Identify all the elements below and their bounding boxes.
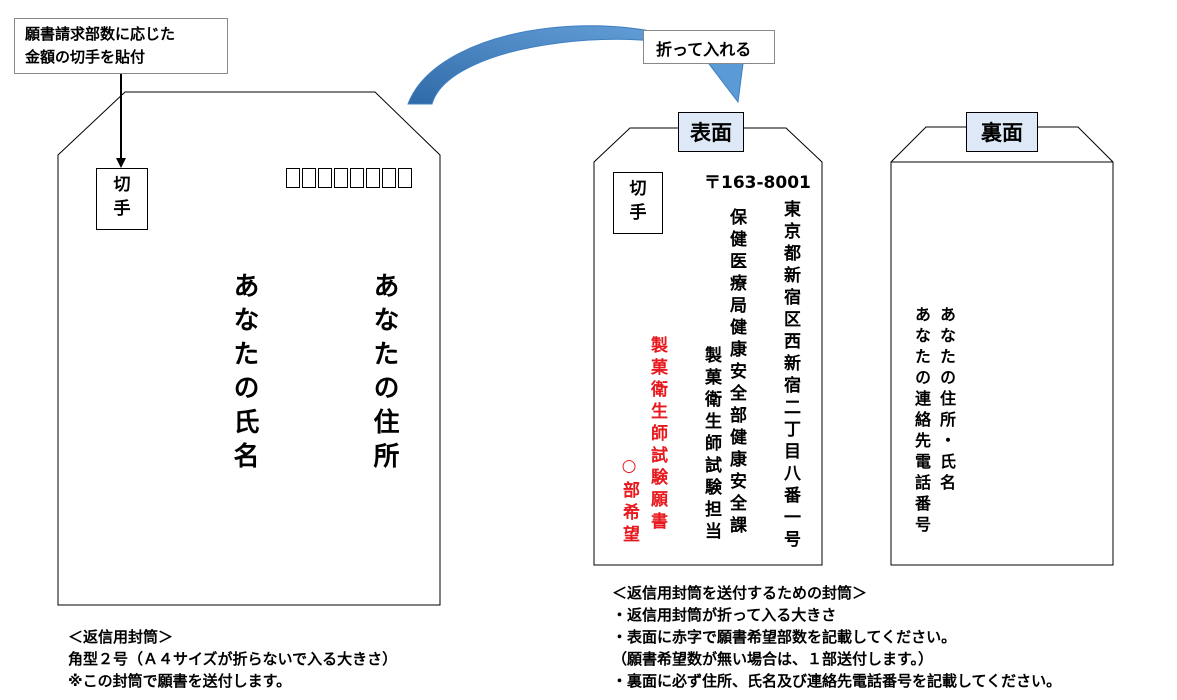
stamp-char-1: 切 [629,179,647,199]
sending-note-4: （願書希望数が無い場合は、１部送付します。） [612,650,934,668]
stamp-char-2: 手 [629,203,647,223]
front-recipient: 製菓衛生師試験担当 [701,346,721,544]
front-department: 保健医療局健康安全部健康安全課 [726,208,746,538]
postal-code-box [334,168,348,188]
postage-callout: 願書請求部数に応じた 金額の切手を貼付 [14,18,228,74]
back-address-name: あなたの住所・氏名 [937,306,956,495]
return-address-placeholder: あなたの住所 [369,272,399,476]
postage-callout-line-2: 金額の切手を貼付 [25,48,146,66]
front-zip-code: 〒163-8001 [704,173,811,193]
front-address: 東京都新宿区西新宿二丁目八番一号 [780,200,800,552]
front-envelope-stamp: 切 手 [613,172,663,234]
front-envelope-outline [593,127,823,566]
return-note-3: ※この封筒で願書を送付します。 [68,672,292,690]
return-note-2: 角型２号（Ａ４サイズが折らないで入る大きさ） [68,650,398,668]
postal-code-box [302,168,316,188]
sending-note-3: ・表面に赤字で願書希望部数を記載してください。 [612,628,957,646]
return-envelope-outline [57,91,441,606]
stamp-char-1: 切 [113,175,131,195]
postage-callout-line-1: 願書請求部数に応じた [25,25,176,43]
back-side-label: 裏面 [966,112,1038,152]
front-red-copies-line: ○部希望 [619,456,639,547]
sending-note-1: ＜返信用封筒を送付するための封筒＞ [612,584,868,602]
front-side-label: 表面 [678,112,744,152]
return-name-placeholder: あなたの氏名 [229,272,259,476]
stamp-char-2: 手 [113,199,131,219]
back-phone-number: あなたの連絡先電話番号 [912,306,931,537]
sending-note-5: ・裏面に必ず住所、氏名及び連絡先電話番号を記載してください。 [612,672,1062,690]
postal-code-box [398,168,412,188]
return-note-1: ＜返信用封筒＞ [68,628,174,646]
postal-code-box [286,168,300,188]
postal-code-box [366,168,380,188]
postal-code-boxes [286,168,412,188]
sending-note-2: ・返信用封筒が折って入る大きさ [612,606,837,624]
postal-code-box [382,168,396,188]
callout-pointer-head [116,158,126,168]
return-envelope-stamp: 切 手 [96,168,148,230]
return-envelope-notes: ＜返信用封筒＞ 角型２号（Ａ４サイズが折らないで入る大きさ） ※この封筒で願書を… [68,626,397,692]
front-red-request-line: 製菓衛生師試験願書 [647,336,667,534]
fold-label: 折って入れる [643,30,775,64]
postal-code-box [318,168,332,188]
sending-envelope-notes: ＜返信用封筒を送付するための封筒＞ ・返信用封筒が折って入る大きさ ・表面に赤字… [612,582,1061,692]
postal-code-box [350,168,364,188]
